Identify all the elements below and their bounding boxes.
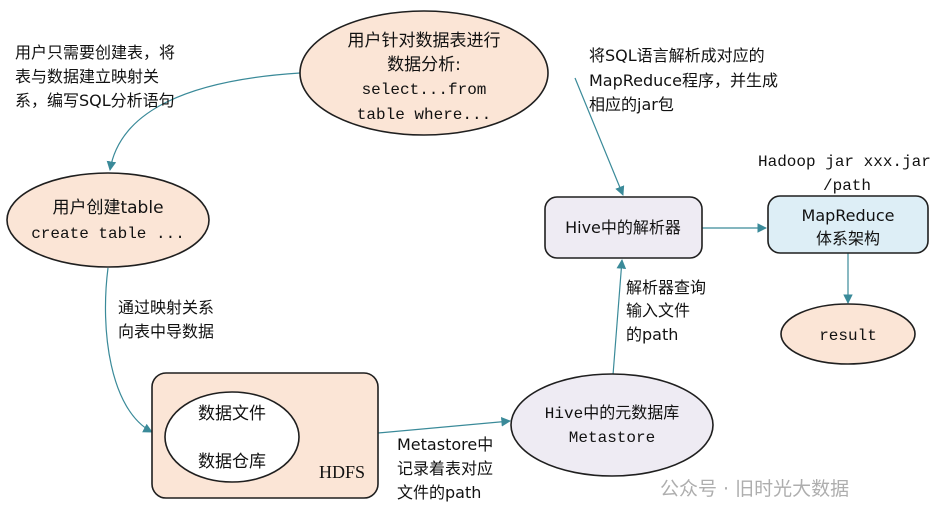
user-query-line-4: table where...: [357, 106, 491, 124]
result-label: result: [819, 327, 877, 345]
hdfs-inner-line-2: 数据仓库: [198, 452, 266, 472]
arrow-query-to-parser: [574, 77, 625, 196]
hadoop-command-note: Hadoop jar xxx.jar /path: [758, 153, 931, 195]
create-note-line-3: 系，编写SQL分析语句: [15, 91, 175, 110]
mapreduce-node: MapReduce 体系架构: [767, 195, 929, 254]
create-note-line-1: 用户只需要创建表，将: [15, 43, 175, 62]
metastore-note: Metastore中 记录着表对应 文件的path: [397, 435, 493, 502]
metastore-note-line-1: Metastore中: [397, 435, 493, 454]
mapping-note-line-2: 向表中导数据: [118, 322, 214, 341]
mapreduce-line-2: 体系架构: [816, 229, 880, 248]
hive-parser-label: Hive中的解析器: [565, 218, 681, 237]
parser-query-note: 解析器查询 输入文件 的path: [626, 278, 706, 344]
sql-parse-note: 将SQL语言解析成对应的 MapReduce程序，并生成 相应的jar包: [589, 46, 778, 114]
mapping-note-line-1: 通过映射关系: [118, 298, 214, 317]
arrow-create-to-hdfs: [104, 267, 153, 433]
watermark-text: 公众号 · 旧时光大数据: [660, 478, 849, 500]
sql-note-line-2: MapReduce程序，并生成: [589, 71, 778, 90]
parser-query-line-1: 解析器查询: [626, 278, 706, 297]
mapping-note: 通过映射关系 向表中导数据: [118, 298, 214, 341]
arrow-metastore-to-parser: [612, 259, 627, 376]
result-node: result: [780, 303, 916, 365]
user-query-line-1: 用户针对数据表进行: [348, 31, 501, 51]
hadoop-cmd-line-1: Hadoop jar xxx.jar: [758, 153, 931, 171]
user-create-line-2: create table ...: [31, 225, 185, 243]
user-query-node: 用户针对数据表进行 数据分析: select...from table wher…: [299, 10, 549, 136]
create-note: 用户只需要创建表，将 表与数据建立映射关 系，编写SQL分析语句: [15, 43, 175, 110]
sql-note-line-3: 相应的jar包: [589, 95, 674, 114]
user-create-line-1: 用户创建table: [52, 198, 163, 218]
metastore-line-2: Metastore: [569, 429, 655, 447]
user-query-line-2: 数据分析:: [387, 55, 461, 75]
metastore-note-line-3: 文件的path: [397, 483, 481, 502]
parser-query-line-2: 输入文件: [626, 301, 690, 320]
data-warehouse-ellipse: [164, 391, 300, 483]
arrow-query-to-create: [106, 72, 301, 171]
mapreduce-line-1: MapReduce: [802, 206, 895, 225]
metastore-node: Hive中的元数据库 Metastore: [510, 373, 714, 477]
hdfs-label: HDFS: [319, 462, 365, 482]
sql-note-line-1: 将SQL语言解析成对应的: [589, 46, 765, 65]
metastore-note-line-2: 记录着表对应: [397, 459, 493, 478]
hive-parser-node: Hive中的解析器: [544, 196, 703, 259]
arrow-hdfs-to-metastore: [377, 417, 511, 434]
hdfs-inner-line-1: 数据文件: [198, 404, 266, 424]
user-create-node: 用户创建table create table ...: [6, 172, 210, 268]
hdfs-node: 数据文件 数据仓库 HDFS: [151, 372, 379, 499]
create-note-line-2: 表与数据建立映射关: [15, 67, 159, 86]
metastore-line-1: Hive中的元数据库: [545, 404, 679, 423]
hadoop-cmd-line-2: /path: [823, 177, 871, 195]
user-query-line-3: select...from: [362, 81, 487, 99]
parser-query-line-3: 的path: [626, 325, 678, 344]
